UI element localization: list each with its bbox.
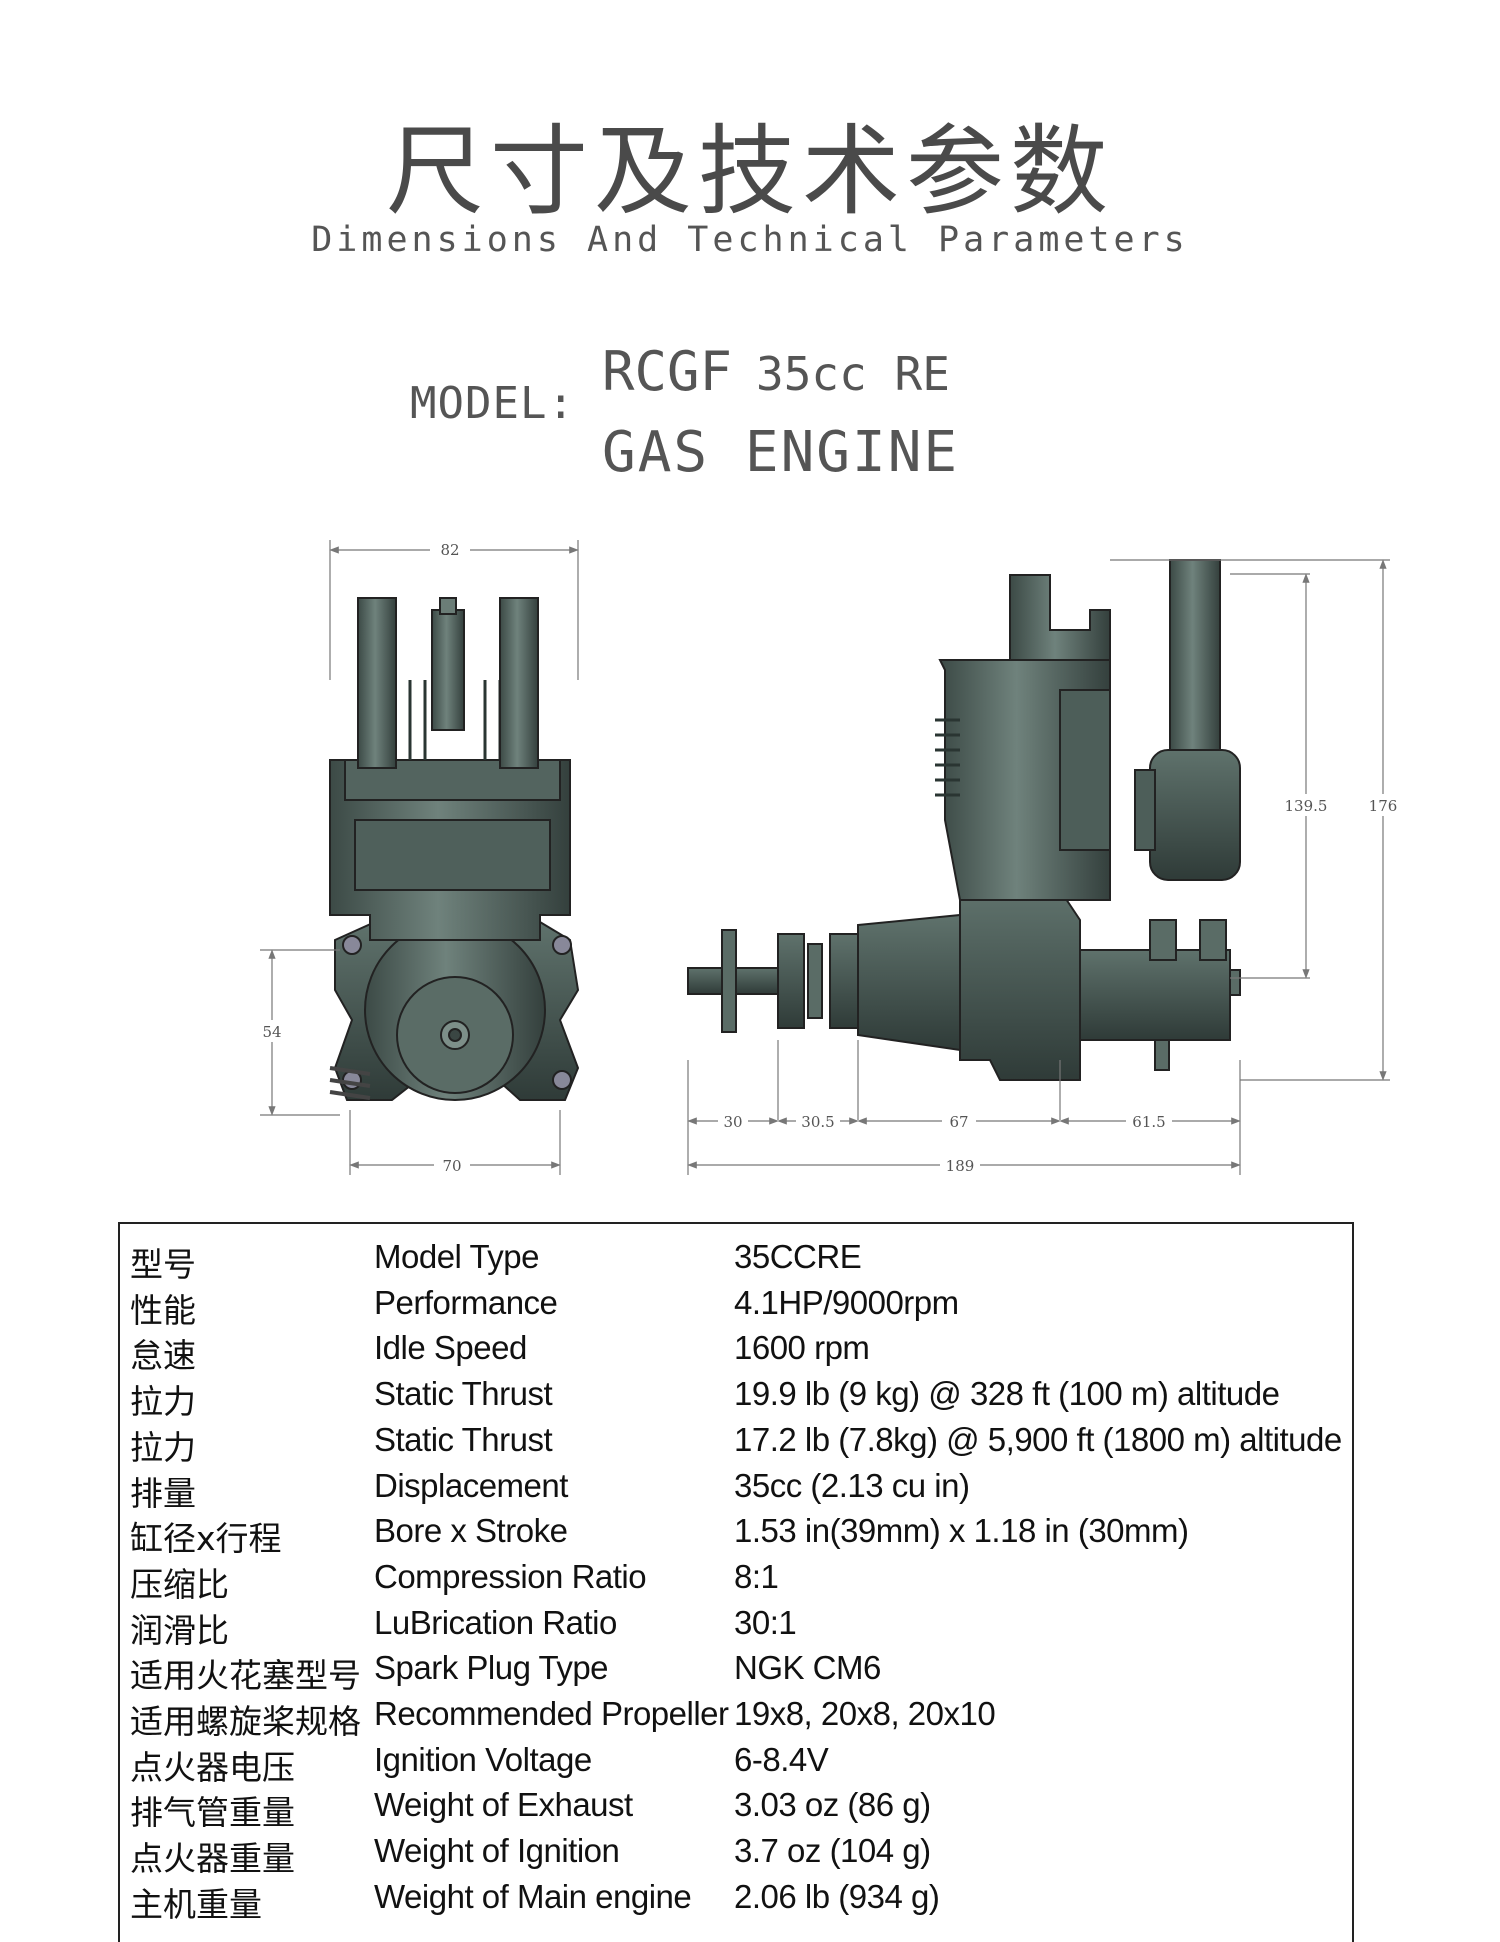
spec-label-en: Performance (374, 1283, 558, 1321)
model-name: RCGF (602, 340, 733, 403)
spec-label-cn: 拉力 (130, 1382, 196, 1422)
spec-label-en: Weight of Main engine (374, 1877, 692, 1915)
spec-label-cn: 压缩比 (130, 1564, 229, 1604)
spec-row: 点火器电压 Ignition Voltage 6-8.4V (120, 1741, 1356, 1787)
dim-side-seg-1: 30 (723, 1113, 742, 1131)
spec-row: 拉力 Static Thrust 19.9 lb (9 kg) @ 328 ft (… (120, 1375, 1356, 1421)
spec-label-cn: 点火器电压 (130, 1747, 295, 1787)
spec-label-en: Ignition Voltage (374, 1740, 592, 1778)
model-type: GAS ENGINE (602, 420, 960, 485)
dim-side-seg-4: 61.5 (1132, 1113, 1165, 1131)
spec-label-cn: 怠速 (130, 1336, 196, 1376)
dim-side-seg-2: 30.5 (801, 1113, 834, 1131)
spec-value: 8:1 (734, 1557, 779, 1595)
spec-value: 3.03 oz (86 g) (734, 1786, 931, 1824)
spec-label-en: Spark Plug Type (374, 1649, 609, 1687)
engine-technical-drawing: 82 54 70 (258, 538, 1404, 1176)
spec-label-cn: 适用螺旋桨规格 (130, 1702, 361, 1741)
spec-label-en: Model Type (374, 1238, 540, 1275)
spec-label-cn: 润滑比 (130, 1610, 229, 1650)
spec-label-cn: 排气管重量 (130, 1793, 295, 1833)
spec-row: 适用火花塞型号 Spark Plug Type NGK CM6 (120, 1649, 1356, 1695)
spec-row: 型号 Model Type 35CCRE (120, 1238, 1356, 1284)
spec-row: 主机重量 Weight of Main engine 2.06 lb (934 g) (120, 1878, 1356, 1924)
page-title-english: Dimensions And Technical Parameters (311, 220, 1189, 260)
spec-value: 17.2 lb (7.8kg) @ 5,900 ft (1800 m) alti… (734, 1420, 1342, 1458)
spec-value: 2.06 lb (934 g) (734, 1877, 940, 1915)
spec-value: 1.53 in(39mm) x 1.18 in (30mm) (734, 1512, 1189, 1550)
dim-front-width-bottom: 70 (442, 1157, 461, 1175)
spec-label-en: Weight of Ignition (374, 1832, 620, 1870)
spec-label-en: Static Thrust (374, 1420, 553, 1458)
spec-row: 润滑比 LuBrication Ratio 30:1 (120, 1604, 1356, 1650)
spec-label-cn: 拉力 (130, 1427, 196, 1467)
spec-row: 缸径x行程 Bore x Stroke 1.53 in(39mm) x 1.18 i… (120, 1512, 1356, 1558)
model-label: MODEL: (410, 378, 575, 429)
side-view-drawing (687, 559, 1241, 1081)
spec-value: 4.1HP/9000rpm (734, 1283, 959, 1321)
page-title-chinese: 尺寸及技术参数 (385, 115, 1114, 229)
spec-row: 排气管重量 Weight of Exhaust 3.03 oz (86 g) (120, 1786, 1356, 1832)
spec-label-cn: 主机重量 (130, 1884, 262, 1924)
spec-row: 拉力 Static Thrust 17.2 lb (7.8kg) @ 5,900 f… (120, 1421, 1356, 1467)
spec-label-cn: 性能 (130, 1290, 196, 1330)
spec-value: 6-8.4V (734, 1740, 829, 1778)
spec-label-cn: 排量 (130, 1473, 196, 1513)
spec-value: 30:1 (734, 1603, 797, 1641)
spec-row: 排量 Displacement 35cc (2.13 cu in) (120, 1467, 1356, 1513)
model-name-line: RCGF 35cc RE (602, 340, 950, 403)
model-variant: 35cc RE (756, 347, 950, 401)
dim-front-height: 54 (262, 1023, 281, 1041)
spec-value: 19x8, 20x8, 20x10 (734, 1695, 996, 1732)
front-view-drawing (329, 597, 580, 1101)
spec-label-en: Static Thrust (374, 1375, 553, 1413)
spec-value: 19.9 lb (9 kg) @ 328 ft (100 m) altitude (734, 1375, 1280, 1413)
spec-label-cn: 点火器重量 (130, 1839, 295, 1879)
spec-label-en: Bore x Stroke (374, 1512, 568, 1550)
spec-label-en: Compression Ratio (374, 1557, 647, 1595)
spec-table: 型号 Model Type 35CCRE 性能 Performance 4.1HP/900… (118, 1222, 1354, 1942)
dim-side-height-inner: 139.5 (1285, 797, 1328, 815)
spec-label-en: Weight of Exhaust (374, 1786, 633, 1824)
spec-label-en: Recommended Propeller (374, 1695, 729, 1732)
spec-label-cn: 适用火花塞型号 (130, 1656, 361, 1696)
dim-front-width-top: 82 (440, 541, 459, 559)
spec-row: 性能 Performance 4.1HP/9000rpm (120, 1284, 1356, 1330)
spec-label-en: LuBrication Ratio (374, 1603, 617, 1641)
spec-value: NGK CM6 (734, 1649, 881, 1687)
spec-label-cn: 型号 (130, 1245, 196, 1284)
spec-value: 35CCRE (734, 1238, 862, 1275)
spec-value: 3.7 oz (104 g) (734, 1832, 931, 1870)
dim-side-total: 189 (946, 1157, 975, 1175)
dim-side-height-outer: 176 (1369, 797, 1398, 815)
spec-label-en: Displacement (374, 1466, 568, 1504)
spec-label-en: Idle Speed (374, 1329, 527, 1367)
spec-row: 怠速 Idle Speed 1600 rpm (120, 1329, 1356, 1375)
spec-value: 1600 rpm (734, 1329, 870, 1367)
spec-label-cn: 缸径x行程 (130, 1519, 282, 1559)
spec-row: 点火器重量 Weight of Ignition 3.7 oz (104 g) (120, 1832, 1356, 1878)
dim-side-seg-3: 67 (949, 1113, 968, 1131)
spec-row: 压缩比 Compression Ratio 8:1 (120, 1558, 1356, 1604)
spec-value: 35cc (2.13 cu in) (734, 1466, 970, 1504)
